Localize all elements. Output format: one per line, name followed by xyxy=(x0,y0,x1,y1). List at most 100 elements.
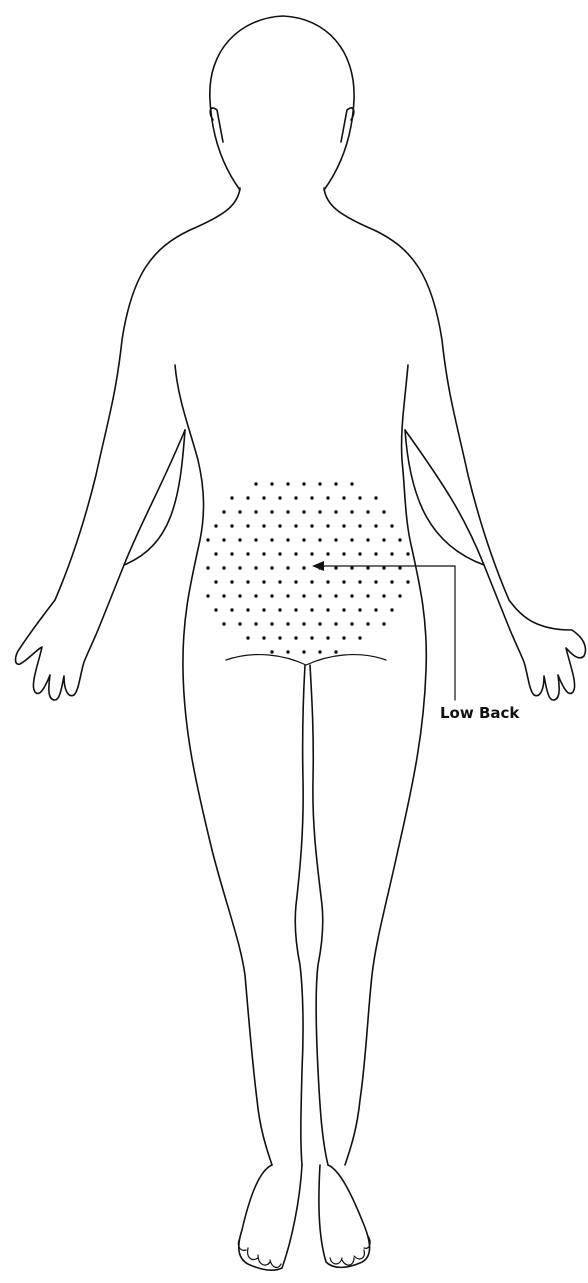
stipple-dot xyxy=(278,552,281,555)
stipple-dot xyxy=(254,594,257,597)
stipple-dot xyxy=(294,524,297,527)
stipple-dot xyxy=(230,524,233,527)
stipple-dot xyxy=(222,510,225,513)
stipple-dot xyxy=(262,524,265,527)
stipple-dot xyxy=(390,552,393,555)
stipple-dot xyxy=(382,566,385,569)
stipple-dot xyxy=(374,552,377,555)
stipple-dot xyxy=(254,622,257,625)
stipple-dot xyxy=(278,580,281,583)
stipple-dot xyxy=(310,580,313,583)
stipple-dot xyxy=(270,566,273,569)
stipple-dot xyxy=(302,594,305,597)
stipple-dot xyxy=(326,608,329,611)
stipple-dot xyxy=(310,552,313,555)
stipple-dot xyxy=(334,650,337,653)
stipple-dot xyxy=(206,594,209,597)
stipple-dot xyxy=(270,622,273,625)
stipple-dot xyxy=(342,608,345,611)
stipple-dot xyxy=(358,552,361,555)
stipple-dot xyxy=(318,650,321,653)
stipple-dot xyxy=(358,608,361,611)
stipple-dot xyxy=(238,566,241,569)
stipple-dot xyxy=(302,622,305,625)
stipple-dot xyxy=(254,510,257,513)
stipple-dot xyxy=(286,510,289,513)
stipple-dot xyxy=(278,608,281,611)
stipple-dot xyxy=(358,636,361,639)
stipple-dot xyxy=(374,524,377,527)
left-toes xyxy=(238,1238,281,1267)
left-torso-side xyxy=(175,365,272,1165)
stipple-dot xyxy=(294,636,297,639)
stipple-dot xyxy=(342,636,345,639)
stipple-dot xyxy=(382,594,385,597)
stipple-dot xyxy=(262,552,265,555)
stipple-dot xyxy=(270,650,273,653)
stipple-dot xyxy=(350,482,353,485)
right-inner-leg xyxy=(310,665,328,1165)
stipple-dot xyxy=(318,510,321,513)
stipple-dot xyxy=(294,552,297,555)
stipple-dot xyxy=(222,594,225,597)
stipple-dot xyxy=(390,524,393,527)
stipple-dot xyxy=(334,510,337,513)
stipple-dot xyxy=(286,482,289,485)
stipple-dot xyxy=(398,594,401,597)
stipple-dot xyxy=(374,608,377,611)
right-inner-arm xyxy=(405,430,484,565)
stipple-dot xyxy=(222,538,225,541)
stipple-dot xyxy=(254,538,257,541)
stipple-dot xyxy=(358,524,361,527)
stipple-dot xyxy=(366,538,369,541)
stipple-dot xyxy=(238,538,241,541)
stipple-dot xyxy=(270,510,273,513)
stipple-dot xyxy=(302,482,305,485)
stipple-dot xyxy=(342,552,345,555)
stipple-dot xyxy=(270,482,273,485)
left-inner-leg xyxy=(295,665,305,1165)
stipple-dot xyxy=(206,566,209,569)
stipple-dot xyxy=(398,538,401,541)
stipple-dot xyxy=(246,552,249,555)
stipple-dot xyxy=(214,524,217,527)
stipple-dot xyxy=(342,524,345,527)
stipple-dot xyxy=(246,524,249,527)
stipple-dot xyxy=(270,594,273,597)
gluteal-line xyxy=(226,655,386,665)
stipple-dot xyxy=(294,580,297,583)
stipple-dot xyxy=(310,496,313,499)
stipple-dot xyxy=(366,510,369,513)
stipple-dot xyxy=(334,594,337,597)
stipple-dot xyxy=(334,538,337,541)
stipple-dot xyxy=(214,608,217,611)
stipple-dot xyxy=(318,538,321,541)
stipple-dot xyxy=(270,538,273,541)
stipple-dot xyxy=(238,594,241,597)
region-label: Low Back xyxy=(440,704,519,722)
stipple-dot xyxy=(294,496,297,499)
stipple-dot xyxy=(310,524,313,527)
stipple-dot xyxy=(326,580,329,583)
stipple-dot xyxy=(286,622,289,625)
stipple-dot xyxy=(390,580,393,583)
leader-line xyxy=(318,566,455,700)
stipple-dot xyxy=(286,650,289,653)
stipple-dot xyxy=(238,510,241,513)
stipple-dot xyxy=(286,566,289,569)
stipple-dot xyxy=(246,636,249,639)
stipple-dot xyxy=(302,510,305,513)
stipple-dot xyxy=(390,608,393,611)
stipple-dot xyxy=(214,580,217,583)
stipple-dot xyxy=(318,594,321,597)
stipple-dot xyxy=(358,496,361,499)
stipple-dot xyxy=(262,636,265,639)
stipple-dot xyxy=(294,608,297,611)
stipple-dot xyxy=(366,594,369,597)
stipple-dot xyxy=(350,622,353,625)
right-foot xyxy=(319,1165,370,1267)
stipple-dot xyxy=(246,496,249,499)
stipple-dot xyxy=(278,496,281,499)
